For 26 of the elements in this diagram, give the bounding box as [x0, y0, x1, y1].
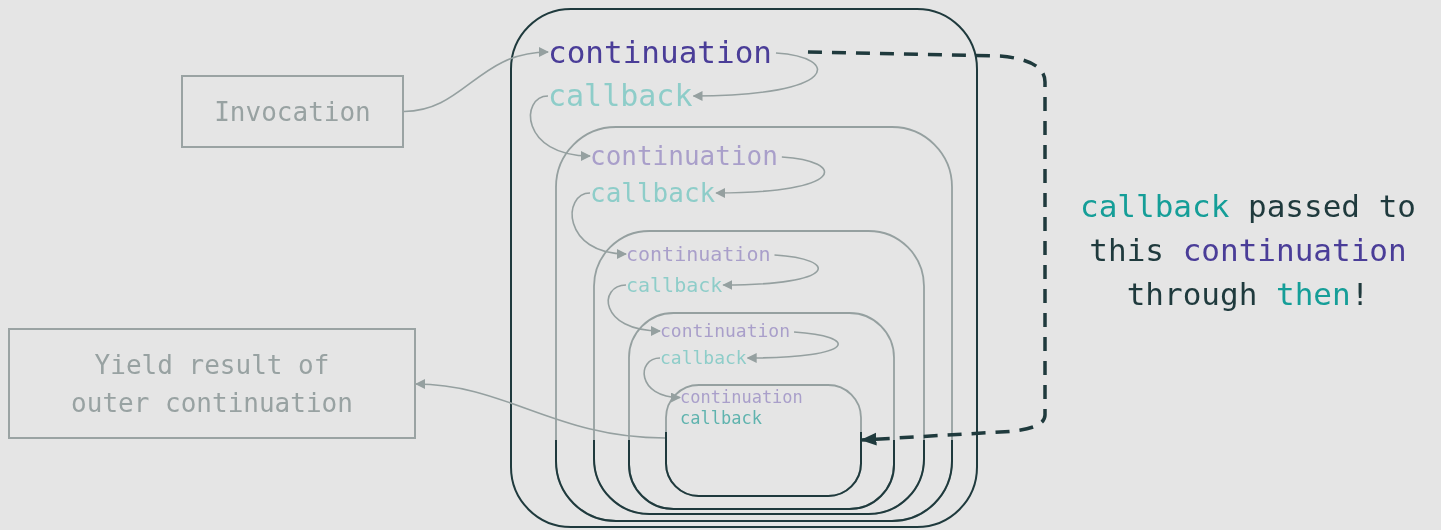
code-label: continuation [590, 140, 778, 172]
code-label: callback [548, 77, 693, 115]
box-label: Invocation [214, 95, 371, 129]
process-box [8, 328, 416, 439]
arrow [403, 47, 549, 113]
arrow [415, 379, 666, 439]
code-label: continuation [680, 387, 803, 408]
arrow [571, 192, 627, 259]
edge-label: callback passed to this continuation through then! [1079, 187, 1417, 314]
arrow [722, 254, 819, 290]
code-label: callback [626, 272, 723, 298]
code-label: callback [680, 408, 762, 429]
code-label: continuation [660, 320, 791, 342]
dashed-arrow [807, 50, 1047, 446]
code-label: continuation [548, 32, 772, 72]
arrow [529, 95, 591, 161]
code-label: callback [660, 347, 747, 369]
arrow [746, 331, 839, 363]
process-box [181, 75, 404, 148]
arrow [607, 284, 661, 336]
code-label: continuation [626, 241, 771, 267]
code-label: callback [590, 177, 716, 209]
arrow [643, 357, 681, 402]
box-label: Yield result of outer continuation [70, 348, 354, 420]
arrow [692, 52, 819, 101]
arrow [715, 156, 826, 198]
